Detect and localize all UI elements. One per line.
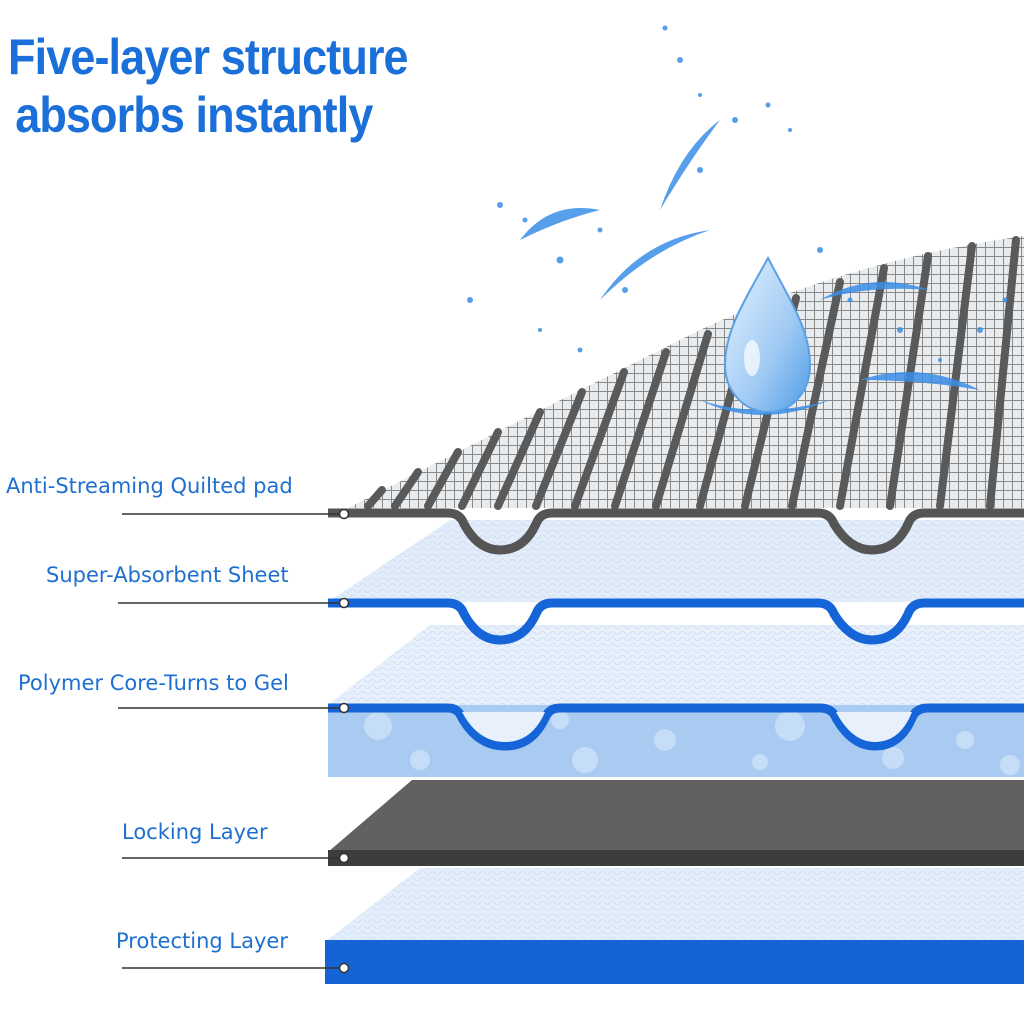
polymer-layer-edge xyxy=(328,703,1024,751)
protecting-layer xyxy=(325,868,1024,984)
quilted-layer-edge xyxy=(328,508,1024,555)
headline-line-2: absorbs instantly xyxy=(15,87,373,143)
headline: Five-layer structure absorbs instantly xyxy=(8,28,409,144)
absorbent-layer xyxy=(328,520,1024,645)
water-drop-icon xyxy=(723,255,812,414)
label-absorbent-sheet: Super-Absorbent Sheet xyxy=(46,563,289,587)
label-protecting-layer: Protecting Layer xyxy=(116,929,288,953)
label-quilted-pad: Anti-Streaming Quilted pad xyxy=(6,474,293,498)
label-polymer-core: Polymer Core-Turns to Gel xyxy=(18,671,289,695)
locking-layer-edge xyxy=(328,850,1024,866)
headline-line-1: Five-layer structure xyxy=(8,29,409,85)
quilted-layer xyxy=(328,236,1024,555)
protecting-layer-edge xyxy=(325,940,1024,984)
polymer-layer-body xyxy=(328,705,1024,777)
leader-dot xyxy=(338,702,350,714)
leader-dot xyxy=(338,508,350,520)
polymer-bubbles xyxy=(364,711,1020,775)
leader-dot xyxy=(338,597,350,609)
locking-layer xyxy=(328,780,1024,866)
label-locking-layer: Locking Layer xyxy=(122,820,268,844)
water-splash xyxy=(467,25,1008,415)
leader-dot xyxy=(338,962,350,974)
absorbent-layer-edge xyxy=(328,598,1024,645)
locking-layer-top xyxy=(328,780,1024,852)
polymer-layer xyxy=(328,625,1024,777)
leader-dot xyxy=(338,852,350,864)
quilted-ribs xyxy=(364,236,1020,510)
leader-lines xyxy=(118,508,350,974)
